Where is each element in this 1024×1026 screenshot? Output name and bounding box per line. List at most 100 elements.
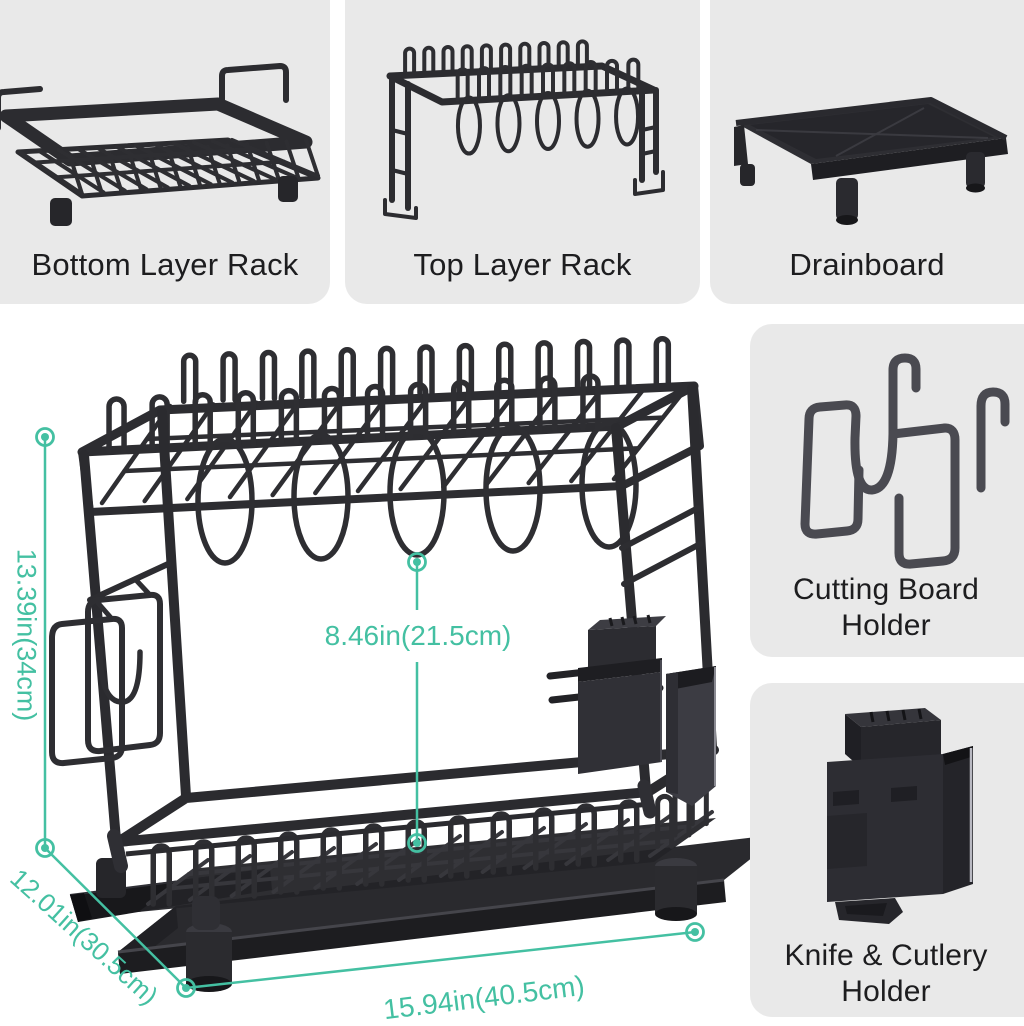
dimension-tier-clearance: 8.46in(21.5cm) (324, 620, 512, 651)
caddy-assembly (546, 614, 716, 806)
grid-slat (398, 392, 475, 492)
prong-loop (653, 335, 672, 388)
prong-loop (496, 341, 514, 393)
dimension-line (44, 847, 187, 989)
dimension-dot (413, 839, 421, 847)
prong-loop (235, 390, 257, 448)
prong-loop (537, 41, 551, 71)
prong-loop (417, 344, 435, 396)
prong-loop (575, 39, 589, 70)
dimension-dot (685, 922, 705, 942)
top-rack-illustration (383, 39, 665, 220)
dimension-dot (35, 838, 55, 858)
grid-slat (144, 415, 666, 442)
prong-loop (494, 377, 515, 435)
prong-loop (321, 385, 343, 444)
grid-slat (55, 159, 286, 180)
part-label-cutting-board-holder: Cutting Board Holder (792, 573, 980, 642)
grid-slat (648, 810, 714, 858)
grid-slat (611, 383, 691, 482)
hanging-loop (579, 420, 639, 550)
hanging-loop (535, 91, 561, 151)
prong-loop (455, 67, 470, 102)
grid-slat (210, 139, 299, 180)
prong-loop (574, 338, 593, 391)
grid-slat (355, 393, 432, 494)
drainboard-illustration (734, 97, 1008, 225)
prong-loop (460, 44, 474, 75)
prong-loop (583, 60, 598, 95)
dimension-dot (35, 427, 55, 447)
grid-slat (191, 140, 278, 182)
prong-loop (149, 394, 170, 452)
prong-loop (518, 41, 532, 72)
prong-loop (456, 342, 475, 395)
prong-loop (259, 349, 278, 402)
prong-loop (192, 392, 213, 450)
prong-loop (562, 61, 577, 96)
prong-loop (519, 63, 534, 98)
grid-slat (122, 446, 641, 474)
hanging-loop (195, 436, 255, 566)
hanging-loop (291, 432, 351, 562)
grid-slat (172, 141, 256, 183)
grid-slat (37, 148, 106, 195)
prong-loop (338, 347, 356, 399)
prong-loop (626, 57, 641, 92)
grid-slat (186, 824, 695, 877)
dimension-dot (182, 984, 190, 992)
grid-slat (483, 388, 561, 488)
prong-loop (441, 45, 455, 75)
cutting-board-holder-illustration (800, 353, 1010, 569)
prong-loop (220, 351, 238, 403)
cup-holder-wires (49, 577, 163, 767)
hanging-loop (495, 93, 522, 154)
prong-loop (299, 348, 317, 400)
bottom-rack-illustration (0, 63, 321, 226)
grid-slat (95, 145, 170, 190)
prong-loop (479, 43, 493, 74)
prong-loop (655, 793, 675, 849)
main-rack-illustration (35, 335, 750, 998)
prong-loop (364, 383, 386, 442)
prong-loop (535, 340, 553, 392)
prong-loop (407, 381, 429, 440)
dimension-dot (413, 558, 421, 566)
prong-loop (477, 66, 491, 101)
dimension-dot (407, 833, 427, 853)
grid-slat (152, 142, 235, 185)
hanging-loop (574, 88, 601, 149)
hanging-loop (455, 95, 482, 156)
dimension-dot (407, 552, 427, 572)
prong-loop (106, 396, 127, 454)
prong-loop (422, 45, 436, 76)
dimension-dot (176, 978, 196, 998)
grid-slat (142, 402, 216, 504)
knife-cutlery-holder-illustration (827, 708, 973, 924)
grid-slat (56, 147, 127, 193)
dimension-dot (691, 928, 699, 936)
prong-loop (605, 58, 619, 93)
grid-slat (227, 398, 302, 500)
tray-feet (186, 858, 697, 992)
grid-slat (313, 395, 389, 496)
prong-loop (556, 40, 570, 71)
hanging-loop (614, 86, 641, 147)
grid-slat (18, 150, 84, 196)
prong-loop (499, 42, 513, 73)
grid-slat (133, 143, 213, 187)
prong-loop (537, 375, 558, 433)
dimension-dot (41, 844, 49, 852)
grid-slat (114, 144, 192, 188)
dimension-overall-height: 13.39in(34cm) (11, 548, 42, 722)
prong-loop (614, 337, 632, 389)
prong-loop (498, 65, 513, 99)
grid-slat (441, 390, 518, 490)
prong-loop (580, 373, 601, 431)
part-label-drainboard: Drainboard (789, 247, 945, 282)
dimension-line (185, 930, 696, 990)
prong-loop (450, 379, 472, 438)
grid-slat (33, 147, 256, 165)
prong-loop (541, 62, 555, 97)
grid-slat (304, 138, 320, 178)
